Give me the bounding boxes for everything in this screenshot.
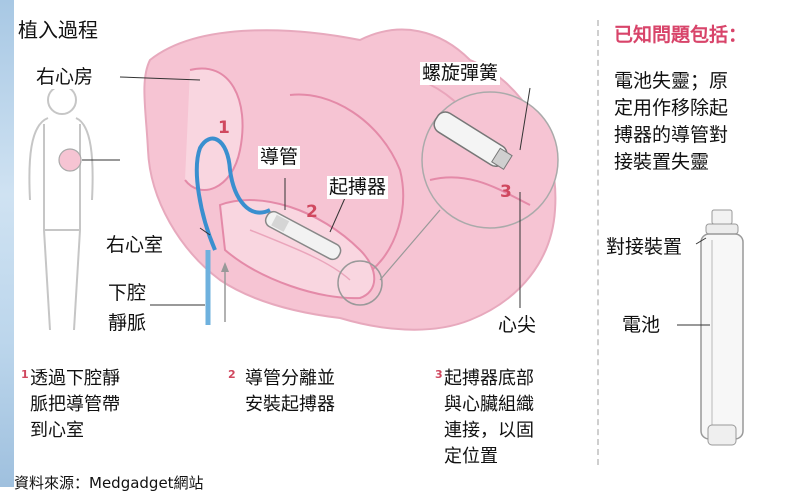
section-divider	[597, 20, 599, 465]
pacemaker-device	[264, 210, 342, 261]
step-3-text: 起搏器底部 與心臟組織 連接，以固 定位置	[444, 368, 534, 468]
source-note: 資料來源：Medgadget網站	[14, 474, 204, 492]
label-spring: 螺旋彈簧	[420, 62, 501, 85]
human-silhouette	[28, 85, 94, 331]
page-title: 植入過程	[16, 18, 100, 42]
step-2-text: 導管分離並 安裝起搏器	[245, 368, 335, 416]
sidebar-body: 電池失靈；原 定用作移除起 搏器的導管對 接裝置失靈	[614, 70, 729, 173]
septum-muscle	[289, 93, 405, 271]
label-ivc-line2: 靜脈	[106, 312, 149, 335]
step-number-3: 3	[435, 368, 443, 381]
label-dock: 對接裝置	[604, 236, 685, 259]
sidebar-heading: 已知問題包括：	[614, 24, 748, 46]
step-number-1: 1	[21, 368, 29, 381]
label-right-ventricle: 右心室	[104, 234, 166, 257]
battery-device	[700, 209, 744, 446]
diagram-number-2: 2	[306, 202, 318, 222]
apex-circle	[337, 260, 383, 306]
step-number-2: 2	[228, 368, 236, 381]
catheter-line	[194, 136, 271, 251]
label-pacemaker: 起搏器	[327, 176, 389, 199]
page-edge-strip	[0, 0, 14, 487]
label-battery: 電池	[620, 314, 663, 337]
label-right-atrium: 右心房	[34, 66, 96, 89]
label-catheter: 導管	[258, 146, 301, 169]
diagram-number-1: 1	[218, 118, 230, 138]
label-ivc-line1: 下腔	[106, 282, 149, 305]
magnified-pacemaker	[433, 111, 513, 170]
label-apex: 心尖	[496, 314, 539, 337]
diagram-number-3: 3	[500, 182, 512, 202]
step-1-text: 透過下腔靜 脈把導管帶 到心室	[30, 368, 120, 442]
